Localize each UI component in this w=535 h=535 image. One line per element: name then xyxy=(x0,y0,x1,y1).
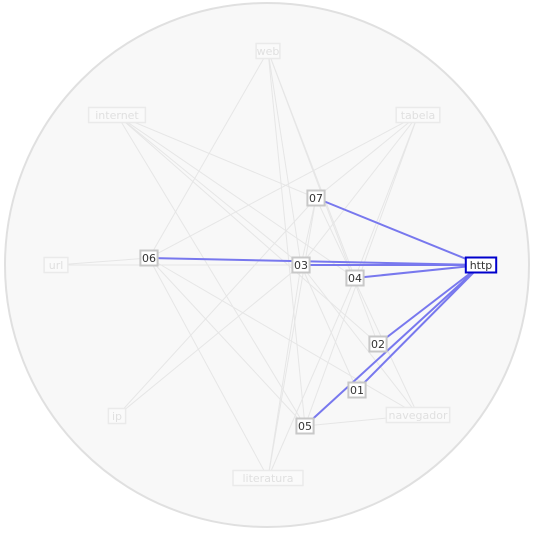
faded-edge-web-06 xyxy=(148,50,269,259)
node-05[interactable]: 05 xyxy=(295,417,315,435)
node-02[interactable]: 02 xyxy=(368,335,388,353)
node-label: internet xyxy=(95,109,139,122)
node-label: tabela xyxy=(401,109,436,122)
highlight-edge-http-06 xyxy=(148,257,482,266)
faded-edge-internet-04 xyxy=(116,114,356,279)
node-label: 07 xyxy=(309,192,323,205)
faded-edge-web-03 xyxy=(267,50,302,266)
node-04[interactable]: 04 xyxy=(345,269,365,287)
faded-edge-ip-07 xyxy=(116,197,317,417)
node-url[interactable]: url xyxy=(43,256,69,274)
node-03[interactable]: 03 xyxy=(291,256,311,274)
highlight-edge-http-02 xyxy=(377,264,482,345)
node-box[interactable] xyxy=(347,381,367,399)
node-box[interactable] xyxy=(395,106,441,124)
faded-edge-tabela-06 xyxy=(148,114,419,259)
node-label: 02 xyxy=(371,338,385,351)
highlight-edge-http-04 xyxy=(354,264,482,279)
faded-edge-ip-03 xyxy=(116,264,302,417)
node-internet[interactable]: internet xyxy=(87,106,147,124)
highlight-edge-http-05 xyxy=(304,264,482,427)
faded-edge-literatura-07 xyxy=(267,197,317,479)
node-01[interactable]: 01 xyxy=(347,381,367,399)
node-box[interactable] xyxy=(43,256,69,274)
node-label: 01 xyxy=(350,384,364,397)
node-literatura[interactable]: literatura xyxy=(232,469,304,487)
faded-edge-web-05 xyxy=(267,50,306,427)
faded-edge-literatura-03 xyxy=(267,264,302,479)
node-box[interactable] xyxy=(385,406,451,424)
node-box[interactable] xyxy=(232,469,304,487)
node-box[interactable] xyxy=(306,189,326,207)
node-label: 04 xyxy=(348,272,362,285)
node-box[interactable] xyxy=(291,256,311,274)
node-box[interactable] xyxy=(255,42,281,60)
faded-edge-internet-07 xyxy=(116,114,317,199)
node-label: url xyxy=(49,259,64,272)
highlight-edge-http-01 xyxy=(356,264,482,391)
highlighted-edges xyxy=(148,197,482,427)
node-web[interactable]: web xyxy=(255,42,281,60)
graph-nodes: http 07 06 03 04 02 01 05 web internet tabela url ip… xyxy=(43,42,498,487)
faded-edge-internet-02 xyxy=(116,114,379,345)
faded-edge-03-01 xyxy=(300,264,358,391)
faded-edge-url-06 xyxy=(55,257,150,266)
node-label: web xyxy=(257,45,280,58)
faded-edge-navegador-06 xyxy=(148,257,419,416)
node-label: literatura xyxy=(242,472,293,485)
faded-edge-literatura-06 xyxy=(148,257,269,479)
faded-edge-literatura-04 xyxy=(267,277,356,479)
node-http[interactable]: http xyxy=(464,256,498,274)
node-label: ip xyxy=(112,410,122,423)
faded-edge-internet-03 xyxy=(116,114,302,266)
node-box[interactable] xyxy=(87,106,147,124)
faded-edge-tabela-07 xyxy=(315,114,419,199)
faded-edge-tabela-04 xyxy=(354,114,419,279)
node-box[interactable] xyxy=(107,407,127,425)
faded-edge-03-07 xyxy=(300,197,317,266)
faded-edges xyxy=(55,50,419,479)
node-06[interactable]: 06 xyxy=(139,249,159,267)
node-label: 05 xyxy=(298,420,312,433)
node-box[interactable] xyxy=(368,335,388,353)
faded-edge-navegador-03 xyxy=(300,264,419,416)
faded-edge-navegador-07 xyxy=(315,197,419,416)
node-box[interactable] xyxy=(139,249,159,267)
node-label: 03 xyxy=(294,259,308,272)
node-box[interactable] xyxy=(345,269,365,287)
faded-edge-tabela-03 xyxy=(300,114,419,266)
node-label: 06 xyxy=(142,252,156,265)
node-label: http xyxy=(470,259,493,272)
node-navegador[interactable]: navegador xyxy=(385,406,451,424)
node-07[interactable]: 07 xyxy=(306,189,326,207)
node-ip[interactable]: ip xyxy=(107,407,127,425)
node-box[interactable] xyxy=(464,256,498,274)
node-tabela[interactable]: tabela xyxy=(395,106,441,124)
faded-edge-06-05 xyxy=(148,257,306,427)
node-label: navegador xyxy=(389,409,448,422)
node-box[interactable] xyxy=(295,417,315,435)
highlight-edge-http-07 xyxy=(315,197,482,266)
faded-edge-internet-05 xyxy=(116,114,306,427)
